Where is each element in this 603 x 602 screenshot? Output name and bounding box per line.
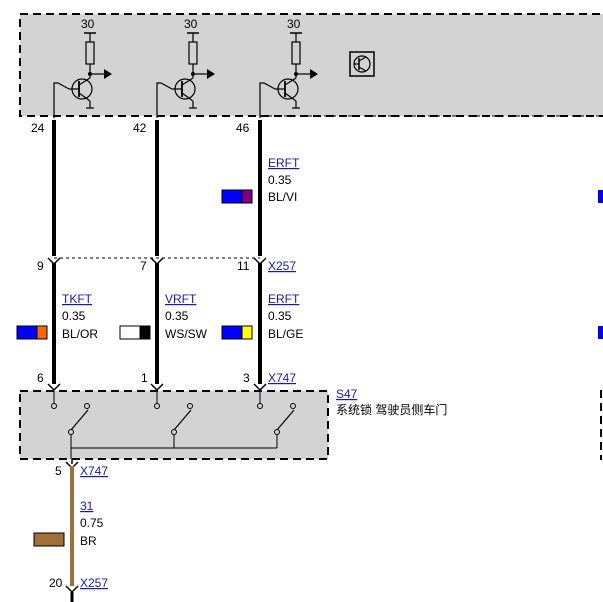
x257-pin-7: 7 (140, 259, 147, 273)
switch-s47-code[interactable]: S47 (336, 387, 358, 401)
wire-color-swatch-ws-sw (119, 325, 151, 340)
offscreen-swatch-upper (598, 190, 603, 203)
wire-31-size: 0.75 (80, 516, 104, 530)
control-module-box (19, 13, 603, 117)
x747-pin-6: 6 (37, 371, 44, 385)
module-pin-46: 46 (236, 121, 250, 135)
x257-top-connector-link[interactable]: X257 (268, 259, 296, 273)
wire-color-swatch-bl-ge (221, 325, 253, 340)
x257-pin-9: 9 (37, 259, 44, 273)
connector-x747-top (47, 383, 267, 392)
wire-color-swatch-bl-or (16, 325, 48, 340)
upper-wires (52, 120, 262, 256)
x747-bottom-connector-link[interactable]: X747 (80, 464, 108, 478)
wire-vrft-color-code: WS/SW (165, 327, 208, 341)
wire-erft-upper-code[interactable]: ERFT (268, 156, 300, 170)
x257-pin-11: 11 (237, 259, 250, 273)
x257-pin-20: 20 (49, 576, 63, 590)
wire-31-code[interactable]: 31 (80, 499, 94, 513)
switch-s47 (19, 390, 329, 464)
output-arrow-icon (104, 69, 112, 79)
wire-erft-middle-code[interactable]: ERFT (268, 292, 300, 306)
middle-wires (52, 263, 262, 384)
wire-erft-middle-size: 0.35 (268, 309, 292, 323)
x747-pin-5: 5 (55, 464, 62, 478)
wire-color-swatch-bl-vi (221, 189, 253, 204)
output-arrow-icon (310, 69, 318, 79)
wire-color-swatch-br (33, 532, 65, 547)
wire-31-color-code: BR (80, 534, 97, 548)
switch-s47-description: 系统锁 驾驶员侧车门 (336, 402, 447, 417)
offscreen-swatch-middle (598, 326, 603, 339)
output-arrow-icon (207, 69, 215, 79)
module-pin-42: 42 (133, 121, 147, 135)
wire-tkft-size: 0.35 (62, 309, 86, 323)
wire-erft-upper-size: 0.35 (268, 173, 292, 187)
transistor-symbol-icon (349, 51, 375, 77)
supply-label-30: 30 (184, 17, 198, 31)
wire-vrft-size: 0.35 (165, 309, 189, 323)
wire-vrft-code[interactable]: VRFT (165, 292, 197, 306)
wire-tkft-code[interactable]: TKFT (62, 292, 93, 306)
x747-pin-1: 1 (141, 371, 148, 385)
x747-top-connector-link[interactable]: X747 (268, 371, 296, 385)
supply-label-30: 30 (287, 17, 301, 31)
x257-bottom-connector-link[interactable]: X257 (80, 576, 108, 590)
wire-erft-upper-color-code: BL/VI (268, 190, 297, 204)
wire-tkft-color-code: BL/OR (62, 327, 98, 341)
control-module: 30 30 30 (19, 13, 603, 118)
output-stage-3: 30 (259, 17, 318, 118)
module-pin-24: 24 (31, 121, 45, 135)
wire-erft-middle-color-code: BL/GE (268, 327, 303, 341)
supply-label-30: 30 (81, 17, 95, 31)
output-stage-1: 30 (53, 17, 112, 118)
x747-pin-3: 3 (243, 371, 250, 385)
output-stage-2: 30 (156, 17, 215, 118)
